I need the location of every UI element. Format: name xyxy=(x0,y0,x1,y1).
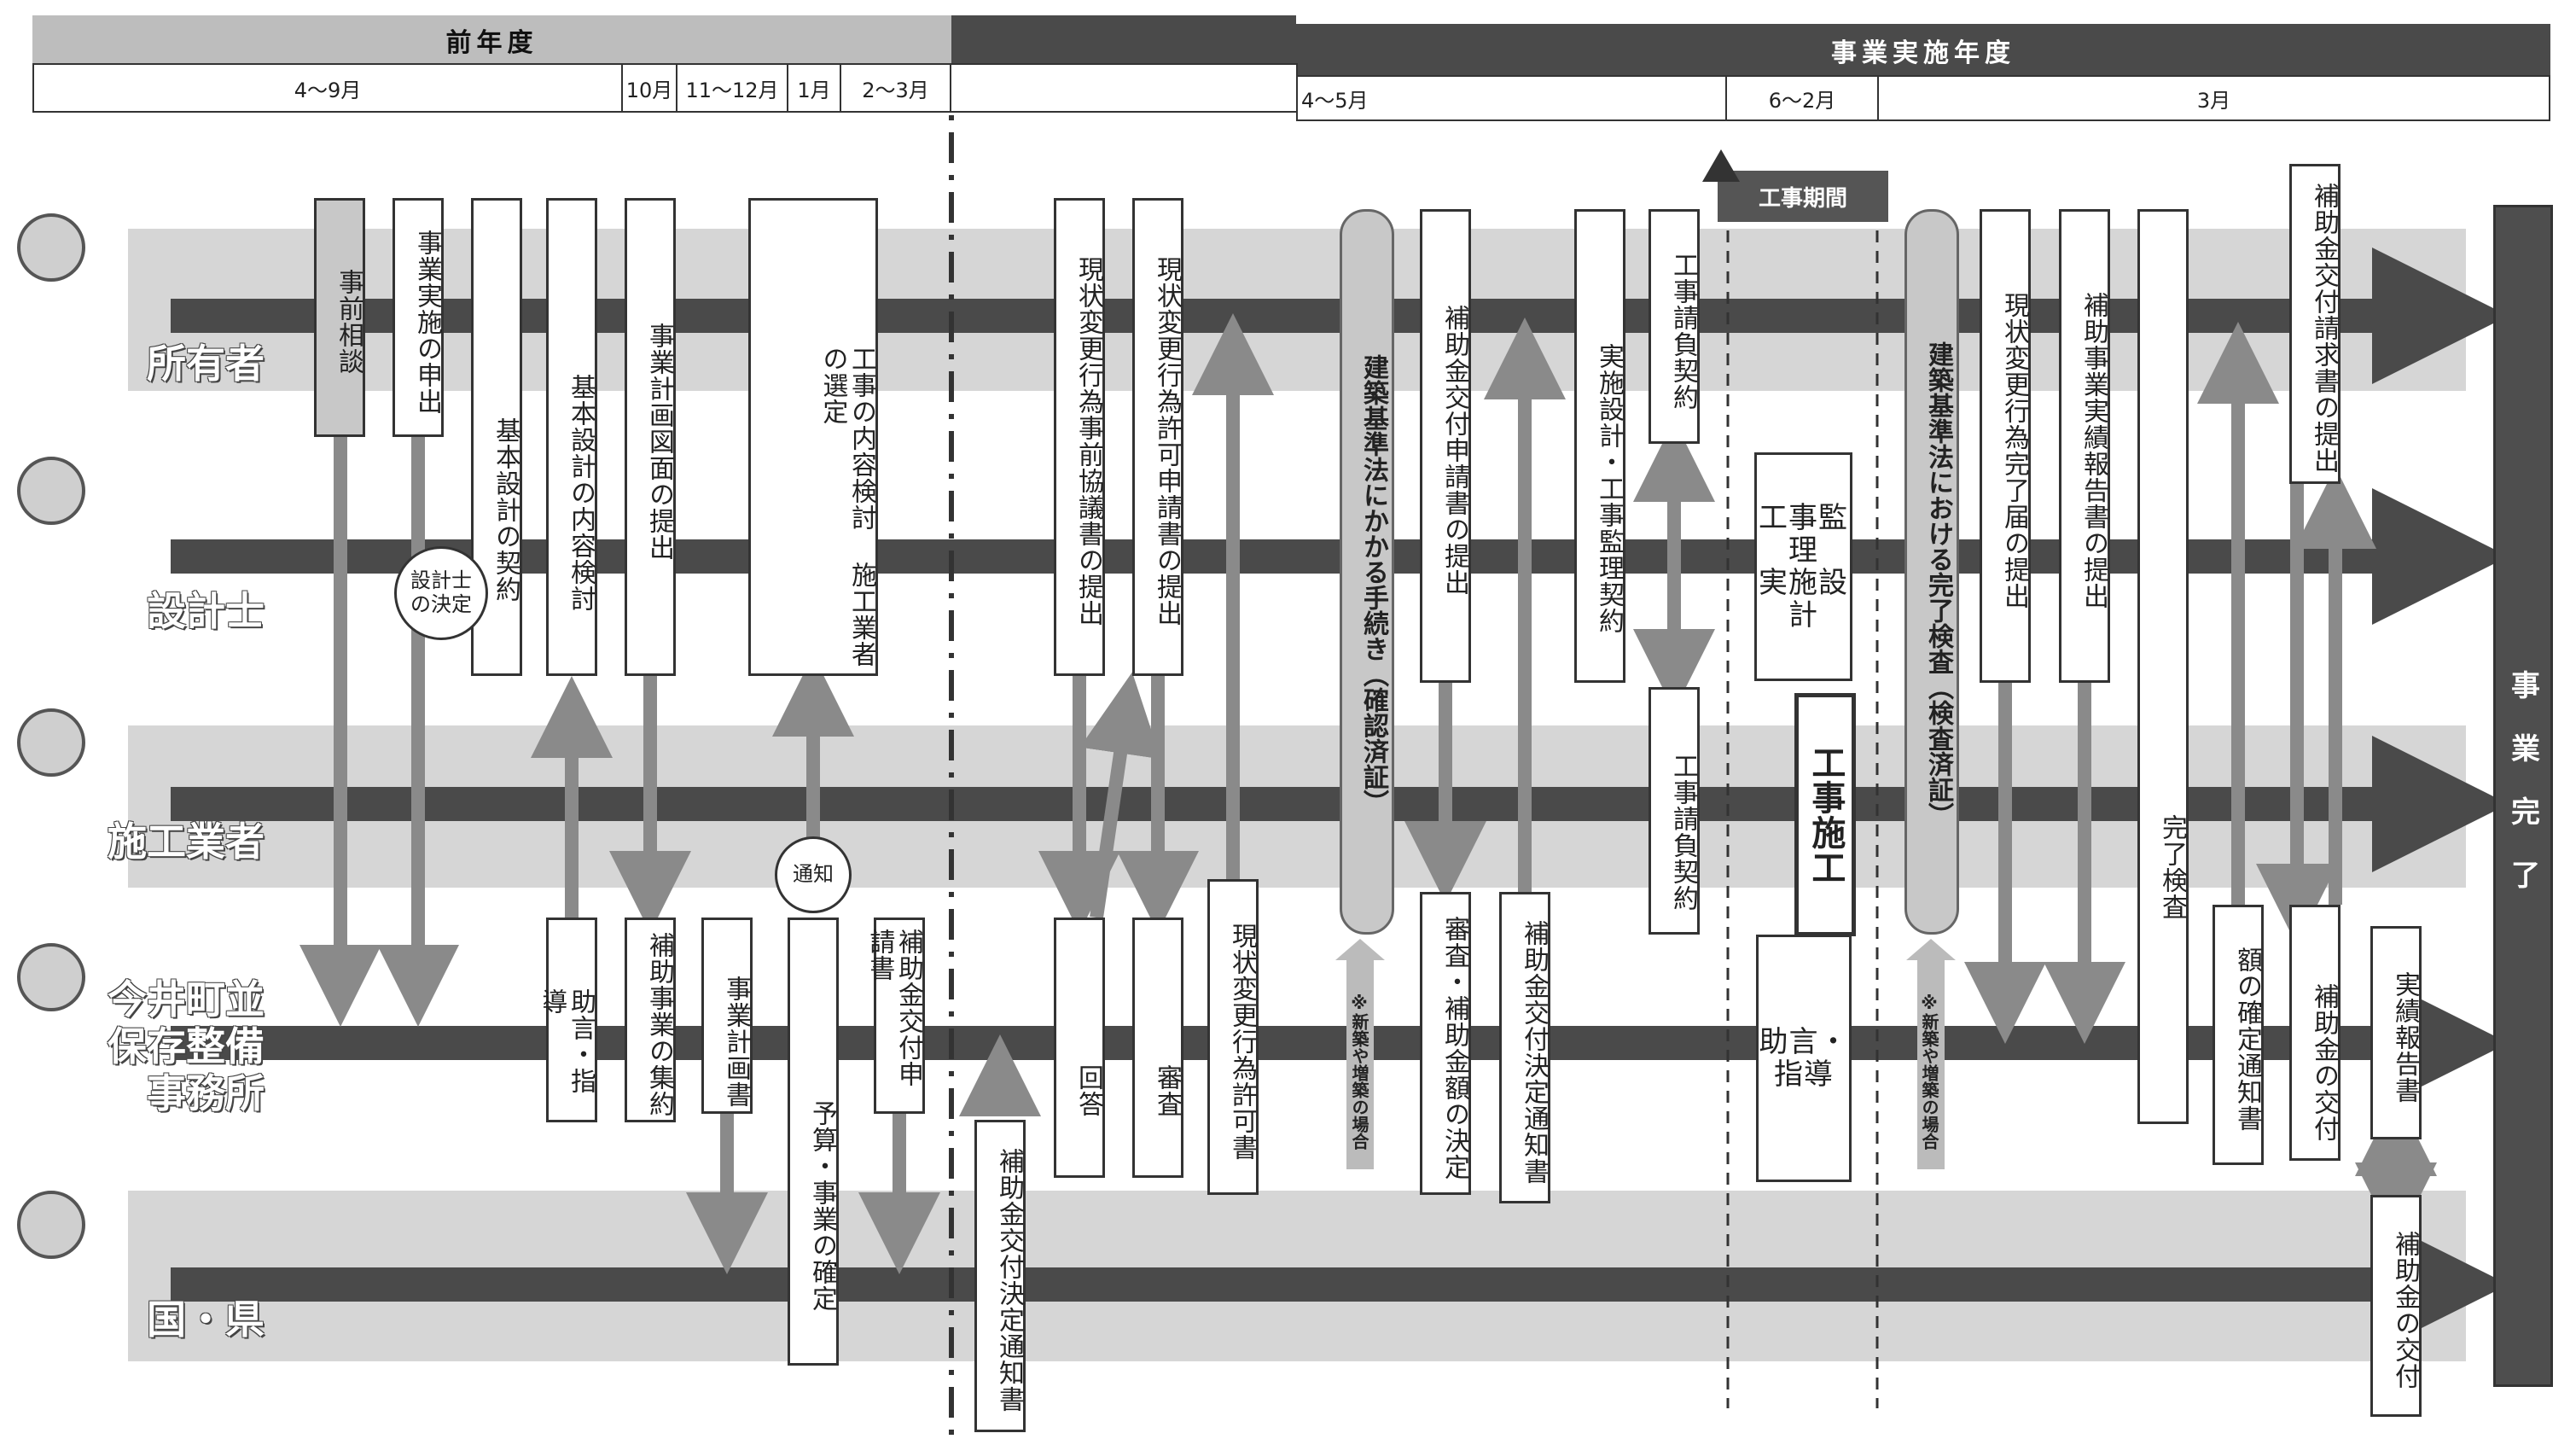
step-review-amount: 審査・補助金額の決定 xyxy=(1420,892,1471,1195)
step-plan-submit: 事業計画図面の提出 xyxy=(625,198,676,676)
role-office-1: 今井町並 xyxy=(85,977,265,1022)
architect-avatar xyxy=(17,457,85,525)
step-plan-doc: 事業計画書 xyxy=(701,918,753,1114)
step-architect-decide: 設計士 の決定 xyxy=(394,546,488,640)
month-1: 1月 xyxy=(787,63,841,113)
step-design-contract: 実施設計・工事監理契約 xyxy=(1574,209,1625,683)
role-office-3: 事務所 xyxy=(85,1071,265,1116)
step-building-law: 建築基準法にかかる手続き（確認済証） xyxy=(1340,209,1394,935)
step-notify: 通知 xyxy=(775,836,852,913)
step-permit-apply: 現状変更行為許可申請書の提出 xyxy=(1132,198,1183,676)
step-grant-request: 補助金交付請求書の提出 xyxy=(2289,164,2340,484)
month-11-12: 11〜12月 xyxy=(676,63,788,113)
step-grant-submit: 補助金交付申請書の提出 xyxy=(1420,209,1471,683)
step-grant-decision: 補助金交付決定通知書 xyxy=(1499,892,1550,1203)
step-review: 審査 xyxy=(1132,918,1183,1178)
step-grant-decision-doc: 補助金交付決定通知書 xyxy=(974,1120,1026,1432)
owner-avatar xyxy=(17,213,85,282)
step-aggregate: 補助事業の集約 xyxy=(625,918,676,1122)
role-contractor: 施工業者 xyxy=(85,819,265,865)
month-blank xyxy=(950,63,1298,113)
role-owner: 所有者 xyxy=(94,341,265,387)
step-pre-consult-doc: 現状変更行為事前協議書の提出 xyxy=(1054,198,1105,676)
note-new-build-1: ※新築や増築の場合 xyxy=(1350,977,1372,1165)
project-complete-bar: 事業完了 xyxy=(2493,205,2553,1387)
government-avatar xyxy=(17,1191,85,1259)
step-results-report: 実績報告書 xyxy=(2370,926,2422,1139)
step-advice2: 助言・ 指導 xyxy=(1756,935,1852,1182)
month-4-5: 4〜5月 xyxy=(1296,75,1727,121)
step-completion-inspection: 建築基準法における完了検査（検査済証） xyxy=(1904,209,1959,935)
step-grant-delivery-gov: 補助金の交付 xyxy=(2370,1195,2422,1417)
step-construction-select: 工事の内容検討 施工業者の選定 xyxy=(748,198,878,676)
step-supervision: 工事監理 実施設計 xyxy=(1754,452,1852,681)
month-6-2: 6〜2月 xyxy=(1725,75,1879,121)
step-grant-apply: 補助金交付申請書 xyxy=(874,918,925,1114)
step-const-contract-builder: 工事請負契約 xyxy=(1649,687,1700,935)
step-basic-review: 基本設計の内容検討 xyxy=(546,198,597,676)
month-4-9: 4〜9月 xyxy=(32,63,623,113)
note-arrow-2-head xyxy=(1906,939,1956,960)
step-apply: 事業実施の申出 xyxy=(393,198,444,437)
step-answer: 回答 xyxy=(1054,918,1105,1178)
step-change-completion: 現状変更行為完了届の提出 xyxy=(1980,209,2031,683)
step-amount-notice: 額の確定通知書 xyxy=(2213,905,2264,1165)
office-avatar xyxy=(17,943,85,1011)
note-arrow-1-head xyxy=(1335,939,1385,960)
step-advice: 助言・指導 xyxy=(546,918,597,1122)
step-budget-confirm: 予算・事業の確定 xyxy=(788,918,839,1366)
construction-period-label: 工事期間 xyxy=(1718,171,1888,222)
step-grant-delivery: 補助金の交付 xyxy=(2289,905,2340,1161)
step-report-submit: 補助事業実績報告書の提出 xyxy=(2059,209,2110,683)
role-government: 国・県 xyxy=(94,1297,265,1343)
step-const-contract-owner: 工事請負契約 xyxy=(1649,209,1700,444)
header-prev-year: 前年度 xyxy=(32,15,951,65)
role-architect: 設計士 xyxy=(94,589,265,634)
month-2-3: 2〜3月 xyxy=(840,63,951,113)
step-permit-doc: 現状変更行為許可書 xyxy=(1207,879,1259,1195)
step-pre-consult: 事前相談 xyxy=(314,198,365,437)
note-new-build-2: ※新築や増築の場合 xyxy=(1920,977,1942,1165)
step-construction: 工事施工 xyxy=(1794,693,1856,936)
month-10: 10月 xyxy=(621,63,677,113)
warning-icon xyxy=(1702,149,1740,182)
month-3: 3月 xyxy=(1877,75,2550,121)
step-final-inspection: 完了検査 xyxy=(2137,209,2189,1124)
header-impl-year-left xyxy=(951,15,1296,65)
header-impl-year: 事業実施年度 xyxy=(1296,24,2550,77)
role-office-2: 保存整備 xyxy=(85,1024,265,1069)
contractor-avatar xyxy=(17,708,85,777)
